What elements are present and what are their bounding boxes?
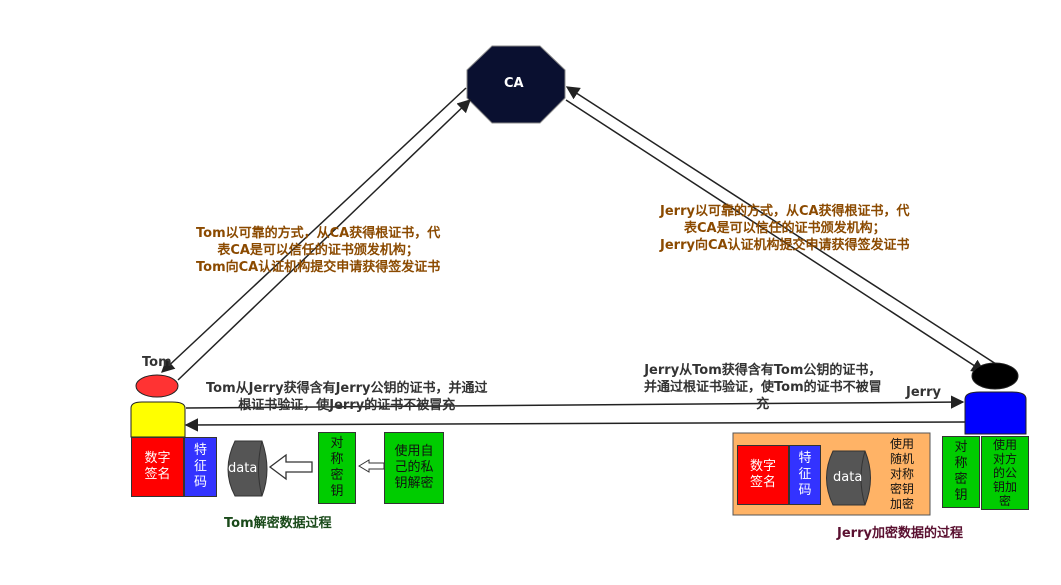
jerry-feature-code-box: 特 征 码 xyxy=(789,445,821,505)
jerry-random-key-encrypt-text: 使用 随机 对称 密钥 加密 xyxy=(889,436,914,511)
ca-label: CA xyxy=(504,76,524,91)
hollow-left-arrow xyxy=(268,453,313,481)
tom-process-label: Tom解密数据过程 xyxy=(224,516,332,531)
tom-name: Tom xyxy=(142,355,172,370)
jerry-from-tom-note: Jerry从Tom获得含有Tom公钥的证书， 并通过根证书验证，使Tom的证书不… xyxy=(644,363,882,412)
jerry-data-label: data xyxy=(833,470,863,485)
jerry-ca-note: Jerry以可靠的方式，从CA获得根证书，代 表CA是可以信任的证书颁发机构； … xyxy=(660,204,910,253)
jerry-data-cylinder-rim xyxy=(860,450,866,506)
tom-digital-signature-box: 数字 签名 xyxy=(131,437,184,497)
jerry-to-ca-arrow xyxy=(565,86,997,365)
ca-to-jerry-arrow xyxy=(565,99,986,373)
tom-feature-code-box: 特 征 码 xyxy=(184,437,217,497)
jerry-symmetric-key-box: 对 称 密 钥 xyxy=(942,436,980,508)
jerry-digital-signature-box: 数字 签名 xyxy=(737,445,789,505)
jerry-head xyxy=(971,362,1019,390)
ca-octagon xyxy=(466,45,566,124)
jerry-body xyxy=(964,391,1027,435)
tom-head xyxy=(135,374,179,398)
tom-data-cylinder-rim xyxy=(258,440,263,497)
small-left-arrow xyxy=(358,459,385,473)
tom-body xyxy=(130,401,186,438)
jerry-process-label: Jerry加密数据的过程 xyxy=(837,526,963,541)
tom-data-label: data xyxy=(228,461,258,476)
tom-to-ca-arrow xyxy=(177,99,471,381)
jerry-name: Jerry xyxy=(906,385,941,400)
jerry-public-key-encrypt-box: 使用 对方 的公 钥加 密 xyxy=(981,436,1029,510)
tom-private-key-decrypt-box: 使用自 己的私 钥解密 xyxy=(384,432,444,504)
tom-ca-note: Tom以可靠的方式，从CA获得根证书，代 表CA是可以信任的证书颁发机构； To… xyxy=(196,226,441,275)
tom-symmetric-key-box: 对 称 密 钥 xyxy=(318,432,356,504)
tom-from-jerry-note: Tom从Jerry获得含有Jerry公钥的证书，并通过 根证书验证，使Jerry… xyxy=(206,381,488,413)
ca-to-tom-arrow xyxy=(161,87,467,373)
jerry-to-tom-arrow xyxy=(184,418,966,432)
tom-to-jerry-arrow xyxy=(185,395,965,409)
